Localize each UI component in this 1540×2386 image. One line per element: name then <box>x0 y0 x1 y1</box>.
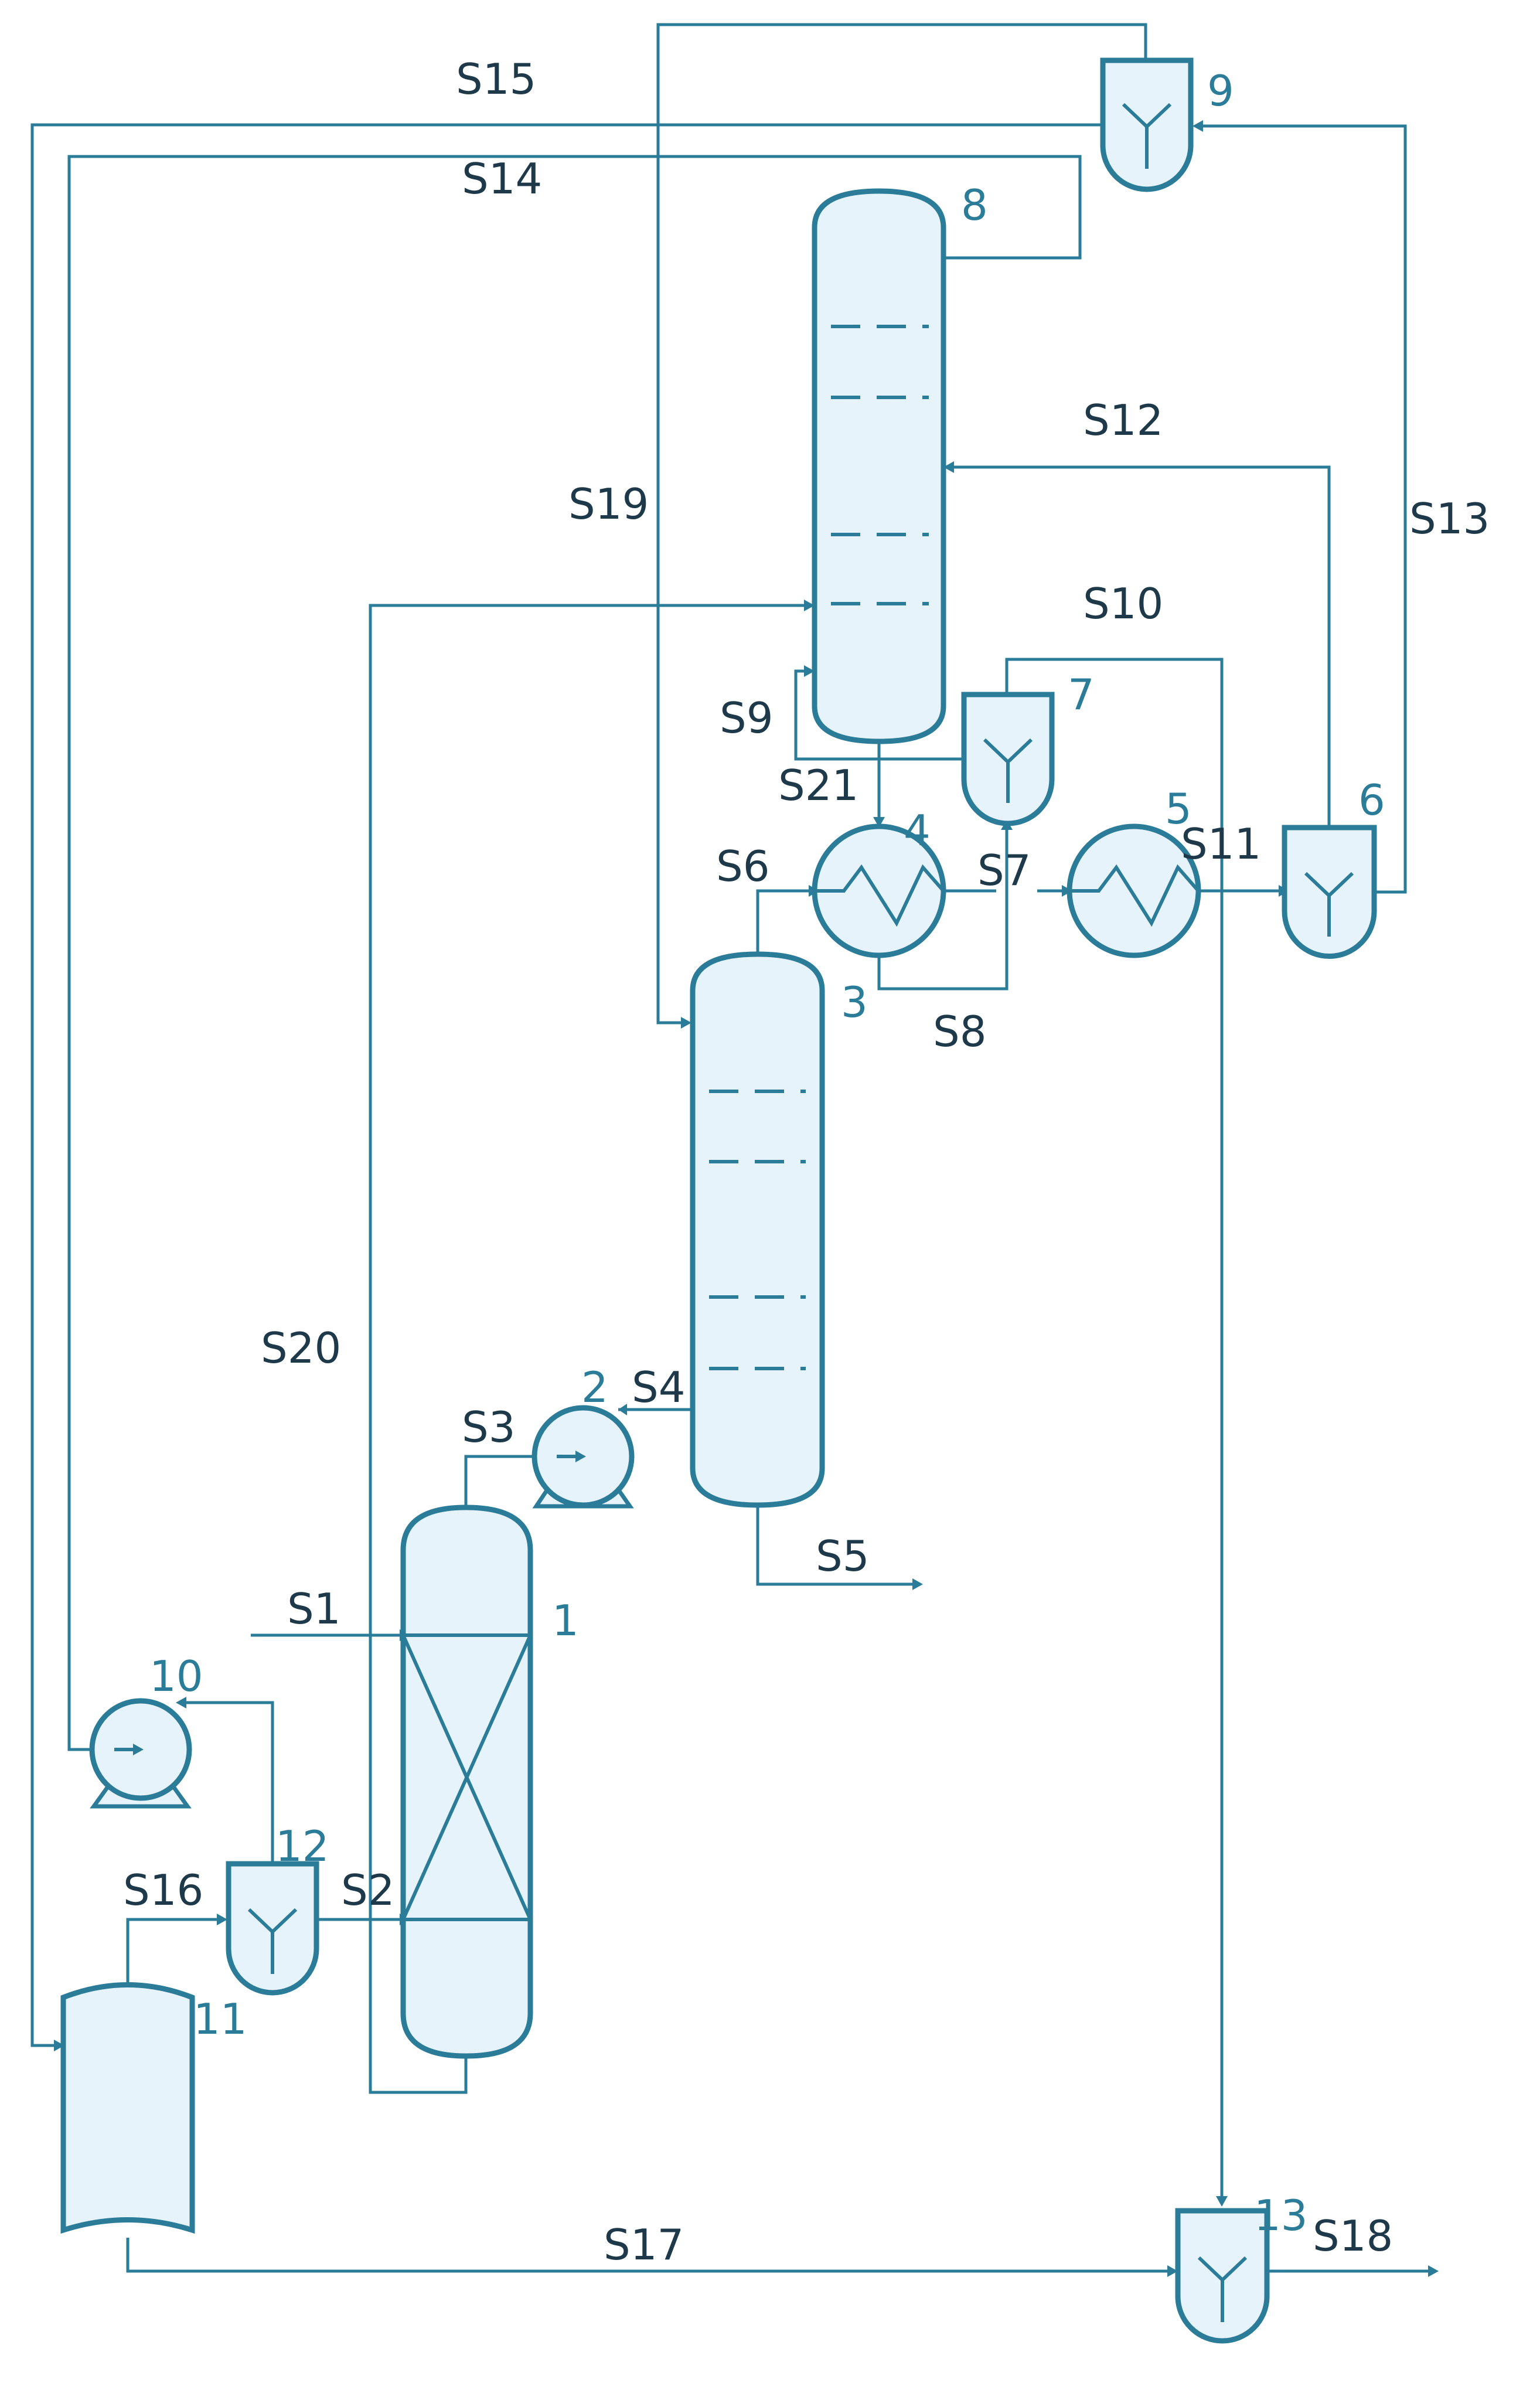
stream-line-s8 <box>877 823 1009 991</box>
distillation-column-8[interactable] <box>812 188 946 744</box>
stream-label-s19: S19 <box>568 479 649 529</box>
stream-line-s17 <box>126 2238 1172 2273</box>
stream-lines <box>30 23 1439 2277</box>
stream-label-s10: S10 <box>1083 579 1163 628</box>
pump-10[interactable] <box>89 1698 192 1809</box>
stream-label-s17: S17 <box>604 2220 684 2269</box>
splitter-9[interactable] <box>1100 57 1194 192</box>
unit-label-10: 10 <box>149 1652 203 1701</box>
unit-label-6: 6 <box>1358 775 1385 825</box>
stream-label-s21: S21 <box>778 761 858 810</box>
unit-label-11: 11 <box>193 1994 247 2044</box>
stream-label-s4: S4 <box>632 1363 686 1412</box>
stream-line-s13 <box>1198 124 1407 894</box>
unit-label-9: 9 <box>1207 66 1234 115</box>
unit-labels: 1 2 3 4 5 6 7 8 9 10 11 12 13 <box>149 66 1385 2240</box>
stream-labels: S1 S2 S3 S4 S5 S6 S7 S8 S9 S10 S11 S12 S… <box>123 55 1490 2269</box>
unit-label-2: 2 <box>581 1363 608 1412</box>
reactor-1[interactable] <box>400 1505 533 2059</box>
mixer-13[interactable] <box>1175 2208 1270 2344</box>
unit-label-1: 1 <box>552 1596 579 1645</box>
stream-line-s6 <box>756 889 813 952</box>
stream-line-s10 <box>1005 658 1224 2201</box>
stream-label-s6: S6 <box>716 842 770 891</box>
splitter-6[interactable] <box>1282 825 1377 959</box>
stream-label-s8: S8 <box>933 1007 987 1056</box>
stream-label-s18: S18 <box>1313 2211 1393 2261</box>
heat-exchanger-5[interactable] <box>1067 823 1201 958</box>
unit-label-4: 4 <box>904 806 931 855</box>
heat-exchanger-4[interactable] <box>812 823 946 958</box>
unit-label-3: 3 <box>841 978 868 1027</box>
stream-line-s12 <box>948 465 1331 829</box>
stream-line-s20 <box>369 604 809 2094</box>
unit-label-13: 13 <box>1254 2191 1308 2240</box>
unit-label-12: 12 <box>275 1822 329 1871</box>
vessel-11[interactable] <box>60 1982 195 2234</box>
stream-label-s3: S3 <box>462 1403 516 1452</box>
stream-label-s13: S13 <box>1409 494 1490 543</box>
stream-line-s15 <box>30 123 1102 2047</box>
stream-label-s1: S1 <box>287 1584 341 1633</box>
stream-label-s14: S14 <box>462 154 542 203</box>
stream-line-s14 <box>67 155 1082 1751</box>
unit-label-8: 8 <box>961 181 988 230</box>
stream-label-s5: S5 <box>816 1531 870 1581</box>
unit-label-7: 7 <box>1068 670 1095 719</box>
stream-line-s19 <box>656 23 1147 1024</box>
stream-line-pump10-to-splitter12 <box>185 1701 274 1864</box>
splitter-12[interactable] <box>226 1861 319 1996</box>
stream-label-s11: S11 <box>1181 819 1261 869</box>
unit-label-5: 5 <box>1165 784 1192 833</box>
stream-label-s2: S2 <box>341 1866 395 1915</box>
stream-label-s9: S9 <box>720 693 774 743</box>
stream-label-s16: S16 <box>123 1866 203 1915</box>
distillation-column-3[interactable] <box>690 951 825 1508</box>
stream-line-s5 <box>756 1506 917 1586</box>
stream-label-s15: S15 <box>456 55 536 104</box>
stream-line-s16 <box>126 1918 222 1990</box>
stream-label-s20: S20 <box>261 1323 341 1373</box>
stream-label-s12: S12 <box>1083 396 1163 445</box>
stream-label-s7: S7 <box>977 846 1031 895</box>
splitter-7[interactable] <box>961 692 1055 826</box>
pump-2[interactable] <box>531 1405 635 1509</box>
